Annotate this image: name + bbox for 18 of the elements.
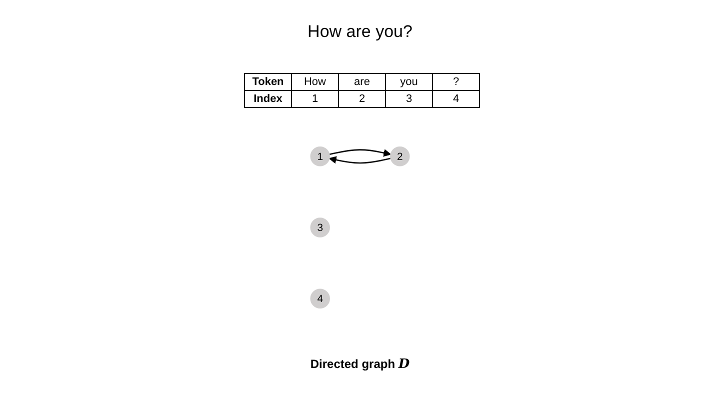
caption: Directed graph D [309,357,411,372]
table-cell: How [292,74,338,90]
table-cell: you [386,74,432,90]
table-cell: are [338,74,386,90]
arrow [329,149,392,157]
table-cell: 2 [338,90,386,108]
node-circle: 1 [310,146,330,166]
row-header-cell: Token [244,74,292,90]
table-cell: ? [432,74,480,90]
title: How are you? [306,22,414,42]
node-circle: 4 [310,288,330,308]
arrow [328,156,391,164]
node-circle: 2 [390,146,410,166]
table-cell: 3 [386,90,432,108]
row-header-cell: Index [244,90,292,108]
table-cell: 4 [432,90,480,108]
node-circle: 3 [310,218,330,238]
table-cell: 1 [292,90,338,108]
